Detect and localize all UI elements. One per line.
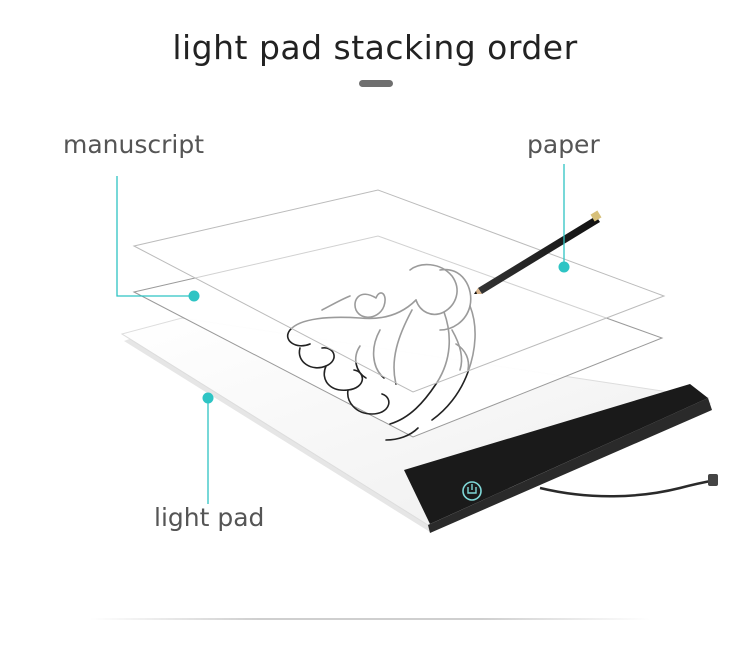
- leader-paper: [559, 164, 570, 273]
- floor-shadow-line: [90, 618, 650, 620]
- manuscript-marker-dot: [189, 291, 200, 302]
- leader-light-pad: [203, 393, 214, 505]
- usb-cable: [540, 480, 716, 496]
- cable-plug: [708, 474, 718, 486]
- paper-label: paper: [527, 130, 600, 159]
- paper-marker-dot: [559, 262, 570, 273]
- light-pad-label: light pad: [154, 503, 264, 532]
- manuscript-label: manuscript: [63, 130, 204, 159]
- light-pad-marker-dot: [203, 393, 214, 404]
